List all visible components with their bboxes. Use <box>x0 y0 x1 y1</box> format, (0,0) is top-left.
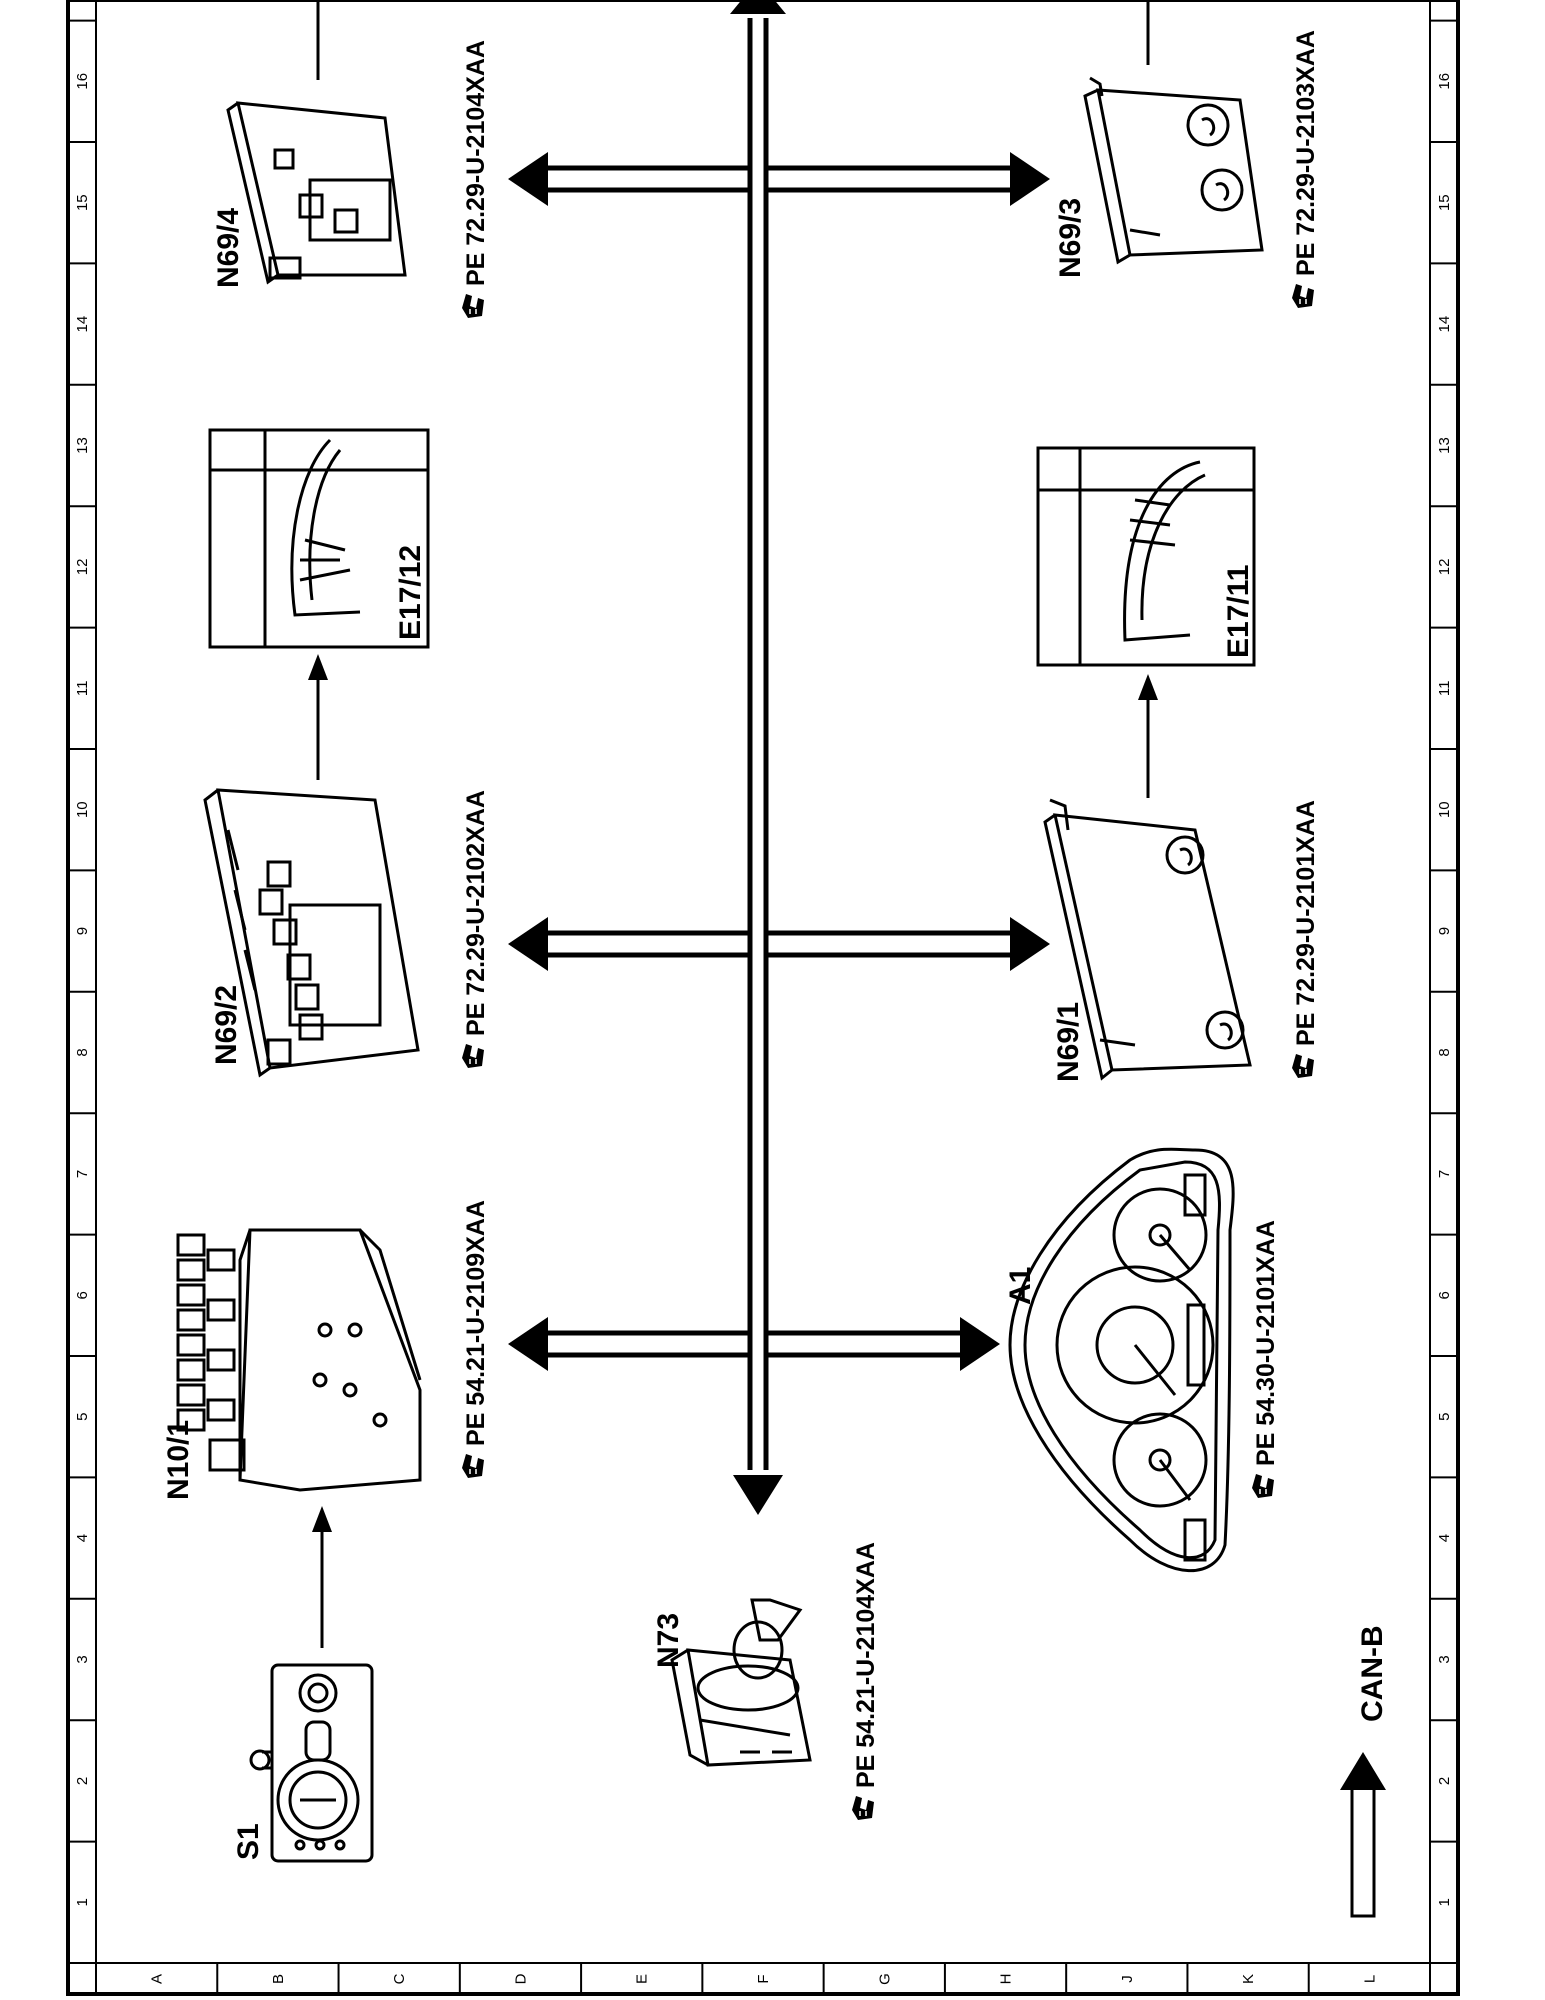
reference-hand-icon <box>1291 1053 1315 1079</box>
grid-row-number: 2 <box>74 1777 91 1785</box>
grid-row-number: 1 <box>1436 1898 1453 1906</box>
frame <box>66 0 1460 1996</box>
grid-row-number: 14 <box>74 316 91 333</box>
label-e17-12: E17/12 <box>394 545 427 640</box>
component-n69-3-door-module[interactable] <box>1083 76 1264 265</box>
grid-row-number: 4 <box>74 1534 91 1542</box>
component-a1-instrument-cluster[interactable] <box>1008 1147 1235 1573</box>
grid-row-number: 11 <box>1436 681 1453 697</box>
label-s1: S1 <box>232 1823 265 1860</box>
signal-arrows <box>308 0 1158 1648</box>
grid-row-number: 15 <box>74 194 91 211</box>
ref-n69-4: PE 72.29-U-2104XAA <box>462 40 490 286</box>
grid-column-letter: A <box>149 1974 166 1984</box>
label-n69-2: N69/2 <box>210 985 243 1065</box>
grid-row-number: 5 <box>1436 1413 1453 1421</box>
label-n10-1: N10/1 <box>162 1420 195 1500</box>
grid-row-number: 10 <box>1436 801 1453 818</box>
grid-row-number: 4 <box>1436 1534 1453 1542</box>
grid-row-number: 11 <box>74 681 91 697</box>
ref-n69-1: PE 72.29-U-2101XAA <box>1292 800 1320 1046</box>
component-e17-12-lamp[interactable] <box>208 428 430 649</box>
grid-row-number: 5 <box>74 1413 91 1421</box>
component-s1-light-switch[interactable] <box>249 1663 374 1863</box>
component-n73-ignition-lock[interactable] <box>670 1598 812 1767</box>
component-e17-11-lamp[interactable] <box>1036 446 1256 667</box>
grid-row-number: 6 <box>74 1291 91 1299</box>
reference-hand-icon <box>461 1043 485 1069</box>
grid-row-number: 3 <box>1436 1655 1453 1663</box>
grid-row-number: 3 <box>74 1655 91 1663</box>
grid-row-number: 2 <box>1436 1777 1453 1785</box>
grid-row-number: 12 <box>74 559 91 576</box>
reference-hand-icon <box>461 1453 485 1479</box>
grid-row-number: 14 <box>1436 316 1453 333</box>
grid-column-letter: F <box>755 1974 772 1983</box>
legend-can-b: CAN-B <box>1340 1625 1389 1918</box>
grid-row-number: 10 <box>74 801 91 818</box>
grid-row-number: 15 <box>1436 194 1453 211</box>
grid-row-number: 8 <box>74 1048 91 1056</box>
grid-row-number: 13 <box>1436 437 1453 454</box>
grid-row-number: 7 <box>74 1170 91 1178</box>
ref-a1: PE 54.30-U-2101XAA <box>1252 1220 1280 1466</box>
label-n69-3: N69/3 <box>1054 198 1087 278</box>
ref-n69-2: PE 72.29-U-2102XAA <box>462 790 490 1036</box>
component-n10-1-sam[interactable] <box>176 1228 422 1492</box>
grid-row-number: 16 <box>1436 73 1453 90</box>
label-a1: A1 <box>1004 1267 1037 1305</box>
grid-column-letter: H <box>998 1974 1015 1985</box>
grid-column-letter: K <box>1240 1974 1257 1984</box>
label-n69-1: N69/1 <box>1052 1002 1085 1082</box>
grid-column-letter: D <box>512 1973 529 1984</box>
label-e17-11: E17/11 <box>1222 565 1255 658</box>
grid-column-letter: C <box>391 1973 408 1984</box>
grid-row-number: 16 <box>74 73 91 90</box>
component-n69-4-door-module[interactable] <box>226 101 407 285</box>
reference-hand-icon <box>1291 283 1315 309</box>
ref-n73: PE 54.21-U-2104XAA <box>852 1542 880 1788</box>
grid-row-number: 1 <box>74 1898 91 1906</box>
reference-hand-icon <box>461 293 485 319</box>
grid-column-letter: E <box>634 1974 651 1984</box>
grid-column-letter: G <box>876 1973 893 1985</box>
can-bus-lines <box>545 0 1012 1515</box>
grid-row-number: 6 <box>1436 1291 1453 1299</box>
ref-n10-1: PE 54.21-U-2109XAA <box>462 1200 490 1446</box>
grid-column-letter: L <box>1361 1975 1378 1983</box>
grid-row-number: 13 <box>74 437 91 454</box>
can-bus-arrowheads <box>508 152 1050 1371</box>
ref-n69-3: PE 72.29-U-2103XAA <box>1292 30 1320 276</box>
grid-row-number: 8 <box>1436 1048 1453 1056</box>
legend-can-b-label: CAN-B <box>1356 1625 1389 1722</box>
grid-row-number: 9 <box>1436 927 1453 935</box>
component-n69-1-door-module[interactable] <box>1043 798 1252 1081</box>
component-n69-2-door-module[interactable] <box>203 788 420 1078</box>
label-n73: N73 <box>652 1613 685 1668</box>
grid-row-number: 9 <box>74 927 91 935</box>
reference-hand-icon <box>851 1795 875 1821</box>
grid-column-letter: J <box>1119 1975 1136 1983</box>
reference-hand-icon <box>1251 1473 1275 1499</box>
label-n69-4: N69/4 <box>212 208 245 288</box>
grid-row-number: 12 <box>1436 559 1453 576</box>
grid-column-letter: B <box>270 1974 287 1984</box>
grid-row-number: 7 <box>1436 1170 1453 1178</box>
